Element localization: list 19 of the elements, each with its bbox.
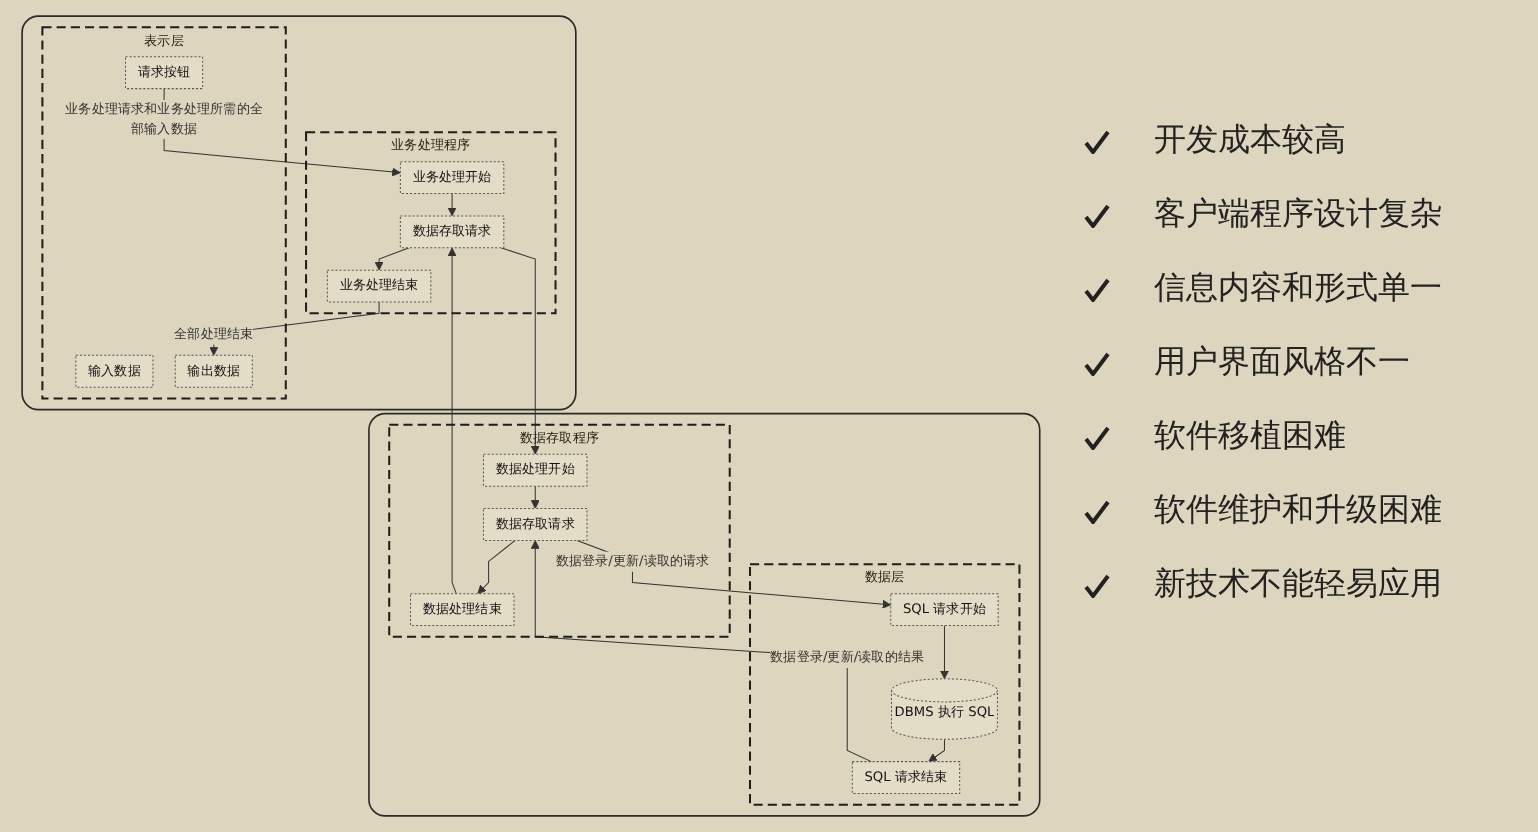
arrow <box>476 539 515 595</box>
list-item: 客户端程序设计复杂 <box>1154 194 1442 236</box>
list-item: 用户界面风格不一 <box>1154 342 1410 384</box>
list-item: 软件维护和升级困难 <box>1154 490 1442 532</box>
list-item: 新技术不能轻易应用 <box>1154 564 1442 606</box>
arrow <box>927 738 945 763</box>
list-item: 开发成本较高 <box>1154 120 1346 162</box>
arrow <box>499 247 539 455</box>
arrow <box>529 485 539 509</box>
arrow <box>575 539 891 609</box>
cluster <box>20 15 576 411</box>
list-item: 软件移植困难 <box>1154 416 1346 458</box>
arrow <box>373 247 409 271</box>
arrow <box>446 247 456 595</box>
cluster <box>367 412 1040 817</box>
list-item: 信息内容和形式单一 <box>1154 268 1442 310</box>
arrow <box>939 625 948 680</box>
arrow <box>446 193 456 217</box>
arrow <box>529 540 871 763</box>
